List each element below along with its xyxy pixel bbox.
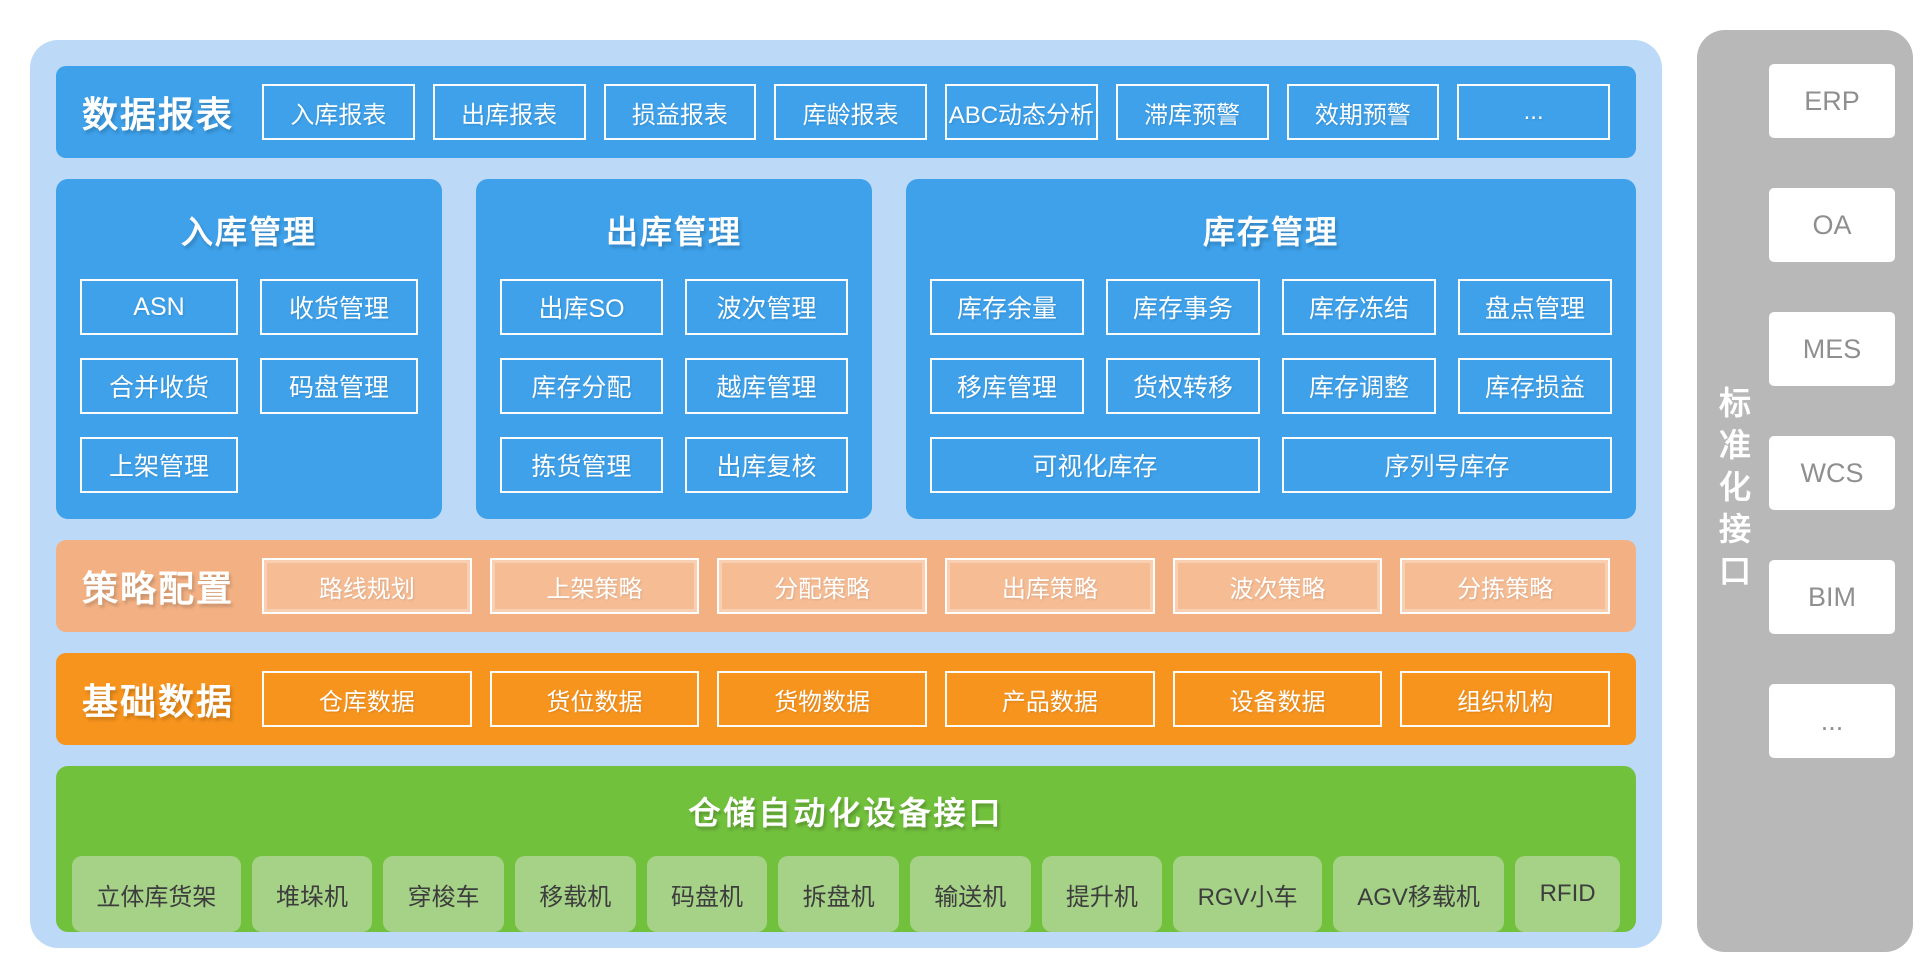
device-item: RGV小车 bbox=[1173, 856, 1322, 932]
panel-outbound-grid: 出库SO 波次管理 库存分配 越库管理 拣货管理 出库复核 bbox=[500, 279, 848, 493]
automation-device-panel: 仓储自动化设备接口 立体库货架 堆垛机 穿梭车 移载机 码盘机 拆盘机 输送机 … bbox=[56, 766, 1636, 932]
report-item: 效期预警 bbox=[1286, 84, 1440, 140]
strategy-item: 波次策略 bbox=[1172, 558, 1383, 614]
strategy-item: 上架策略 bbox=[489, 558, 700, 614]
base-data-item: 组织机构 bbox=[1400, 671, 1611, 727]
inbound-item: ASN bbox=[80, 279, 238, 335]
standard-interface-list: ERP OA MES WCS BIM ... bbox=[1769, 30, 1913, 952]
interface-item: ERP bbox=[1769, 64, 1895, 138]
panel-inbound-title: 入库管理 bbox=[180, 214, 317, 250]
inbound-item: 码盘管理 bbox=[260, 358, 418, 414]
inventory-item-wide: 序列号库存 bbox=[1282, 437, 1612, 493]
report-item: 库龄报表 bbox=[774, 84, 928, 140]
base-data-item: 产品数据 bbox=[945, 671, 1155, 727]
outbound-item: 拣货管理 bbox=[500, 437, 663, 493]
strategy-item: 路线规划 bbox=[262, 558, 472, 614]
report-item: 出库报表 bbox=[432, 84, 586, 140]
outbound-item: 出库复核 bbox=[685, 437, 848, 493]
inventory-item: 移库管理 bbox=[930, 358, 1084, 414]
inventory-item: 库存事务 bbox=[1106, 279, 1260, 335]
report-item: 入库报表 bbox=[262, 84, 415, 140]
inbound-item: 上架管理 bbox=[80, 437, 238, 493]
report-item: ABC动态分析 bbox=[945, 84, 1098, 140]
device-item: 拆盘机 bbox=[778, 856, 899, 932]
interface-item: WCS bbox=[1769, 436, 1895, 510]
report-item: 滞库预警 bbox=[1115, 84, 1269, 140]
inbound-item: 收货管理 bbox=[260, 279, 418, 335]
panel-inventory: 库存管理 库存余量 库存事务 库存冻结 盘点管理 移库管理 货权转移 库存调整 … bbox=[906, 179, 1636, 519]
device-item: 穿梭车 bbox=[383, 856, 504, 932]
device-item: AGV移载机 bbox=[1332, 856, 1505, 932]
standard-interface-bar: 标准化接口 ERP OA MES WCS BIM ... bbox=[1697, 30, 1913, 952]
automation-device-row: 立体库货架 堆垛机 穿梭车 移载机 码盘机 拆盘机 输送机 提升机 RGV小车 … bbox=[72, 856, 1620, 932]
interface-item: OA bbox=[1769, 188, 1895, 262]
device-item: RFID bbox=[1515, 856, 1620, 932]
outbound-item: 越库管理 bbox=[685, 358, 848, 414]
strategy-band: 策略配置 路线规划 上架策略 分配策略 出库策略 波次策略 分拣策略 bbox=[56, 540, 1636, 632]
outbound-item: 库存分配 bbox=[500, 358, 663, 414]
base-data-item: 货位数据 bbox=[489, 671, 700, 727]
report-item: ... bbox=[1457, 84, 1611, 140]
base-data-band: 基础数据 仓库数据 货位数据 货物数据 产品数据 设备数据 组织机构 bbox=[56, 653, 1636, 745]
strategy-item: 分拣策略 bbox=[1400, 558, 1611, 614]
interface-item: ... bbox=[1769, 684, 1895, 758]
report-band-label: 数据报表 bbox=[82, 94, 235, 135]
device-item: 输送机 bbox=[909, 856, 1031, 932]
outbound-item: 出库SO bbox=[500, 279, 663, 335]
panel-outbound: 出库管理 出库SO 波次管理 库存分配 越库管理 拣货管理 出库复核 bbox=[476, 179, 872, 519]
inventory-item: 货权转移 bbox=[1106, 358, 1260, 414]
strategy-item: 出库策略 bbox=[945, 558, 1155, 614]
management-panels: 入库管理 ASN 收货管理 合并收货 码盘管理 上架管理 出库管理 出库SO 波… bbox=[56, 179, 1636, 519]
base-data-band-items: 仓库数据 货位数据 货物数据 产品数据 设备数据 组织机构 bbox=[262, 671, 1611, 727]
inventory-item: 库存调整 bbox=[1282, 358, 1436, 414]
standard-interface-title: 标准化接口 bbox=[1715, 386, 1751, 596]
panel-inbound: 入库管理 ASN 收货管理 合并收货 码盘管理 上架管理 bbox=[56, 179, 442, 519]
device-item: 移载机 bbox=[514, 856, 636, 932]
base-data-item: 货物数据 bbox=[717, 671, 928, 727]
report-item: 损益报表 bbox=[603, 84, 757, 140]
base-data-item: 仓库数据 bbox=[262, 671, 472, 727]
device-item: 立体库货架 bbox=[72, 856, 241, 932]
panel-inbound-grid: ASN 收货管理 合并收货 码盘管理 上架管理 bbox=[80, 279, 418, 493]
report-band-items: 入库报表 出库报表 损益报表 库龄报表 ABC动态分析 滞库预警 效期预警 ..… bbox=[262, 84, 1611, 140]
main-container: 数据报表 入库报表 出库报表 损益报表 库龄报表 ABC动态分析 滞库预警 效期… bbox=[30, 40, 1662, 948]
inventory-item-wide: 可视化库存 bbox=[930, 437, 1260, 493]
outbound-item: 波次管理 bbox=[685, 279, 848, 335]
inventory-item: 库存损益 bbox=[1458, 358, 1612, 414]
inbound-item: 合并收货 bbox=[80, 358, 238, 414]
automation-device-title: 仓储自动化设备接口 bbox=[688, 795, 1004, 831]
report-band: 数据报表 入库报表 出库报表 损益报表 库龄报表 ABC动态分析 滞库预警 效期… bbox=[56, 66, 1636, 158]
device-item: 码盘机 bbox=[646, 856, 768, 932]
interface-item: BIM bbox=[1769, 560, 1895, 634]
strategy-band-items: 路线规划 上架策略 分配策略 出库策略 波次策略 分拣策略 bbox=[262, 558, 1611, 614]
inventory-item: 库存冻结 bbox=[1282, 279, 1436, 335]
interface-item: MES bbox=[1769, 312, 1895, 386]
panel-inventory-title: 库存管理 bbox=[1202, 214, 1339, 250]
base-data-band-label: 基础数据 bbox=[82, 681, 235, 722]
device-item: 堆垛机 bbox=[251, 856, 373, 932]
strategy-band-label: 策略配置 bbox=[82, 568, 235, 609]
panel-inventory-grid: 库存余量 库存事务 库存冻结 盘点管理 移库管理 货权转移 库存调整 库存损益 … bbox=[930, 279, 1612, 493]
panel-outbound-title: 出库管理 bbox=[605, 214, 742, 250]
strategy-item: 分配策略 bbox=[717, 558, 928, 614]
inventory-item: 盘点管理 bbox=[1458, 279, 1612, 335]
inventory-item: 库存余量 bbox=[930, 279, 1084, 335]
base-data-item: 设备数据 bbox=[1172, 671, 1383, 727]
device-item: 提升机 bbox=[1041, 856, 1163, 932]
